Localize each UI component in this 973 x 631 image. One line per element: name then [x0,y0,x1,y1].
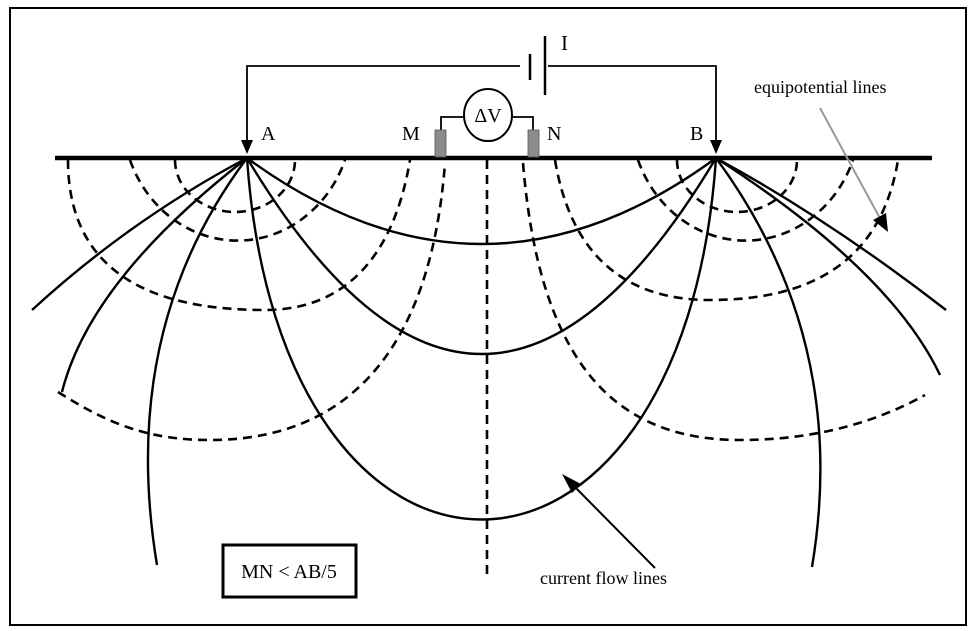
equipotential-line [66,159,412,312]
current-arrow-icon [562,474,581,493]
frame-border [9,7,967,626]
equipotential-line [57,162,447,442]
electrode-m [434,129,447,158]
label-electrode-n: N [547,123,561,145]
arrow-b-icon [710,140,722,154]
label-electrode-m: M [402,123,420,145]
current-line [246,157,717,246]
equipotential-lines [57,159,926,580]
current-line [245,157,718,521]
wire-m [440,116,465,130]
current-line [146,157,248,566]
equipotential-line [636,159,855,242]
label-voltmeter: ΔV [474,105,502,127]
equipotential-line [521,162,926,442]
label-current: I [561,31,568,55]
wire-a [246,65,520,150]
current-line [715,156,947,311]
label-equipotential-lines: equipotential lines [754,77,886,97]
current-line [715,157,822,568]
voltmeter-circuit [434,88,540,158]
label-current-flow-lines: current flow lines [540,568,667,588]
wire-n [512,116,534,130]
condition-box [221,543,358,599]
current-line [245,157,718,356]
voltmeter-circle [463,88,513,142]
current-pointer-line [569,481,656,569]
annotation-pointers [562,107,888,569]
current-line [60,157,248,393]
current-source-circuit [241,36,722,154]
current-line [715,156,942,376]
equipotential-line [675,159,799,214]
equipotential-arrow-icon [873,213,888,232]
arrow-a-icon [241,140,253,154]
equipotential-pointer-line [819,107,883,223]
label-electrode-a: A [261,123,276,145]
equipotential-line [128,159,347,242]
equipotential-line [553,159,900,302]
equipotential-line [173,159,297,214]
label-electrode-b: B [690,123,703,145]
current-line [31,156,248,311]
current-flow-lines [31,156,947,568]
electrode-n [527,129,540,158]
label-condition: MN < AB/5 [241,561,337,583]
wire-b [548,65,717,150]
